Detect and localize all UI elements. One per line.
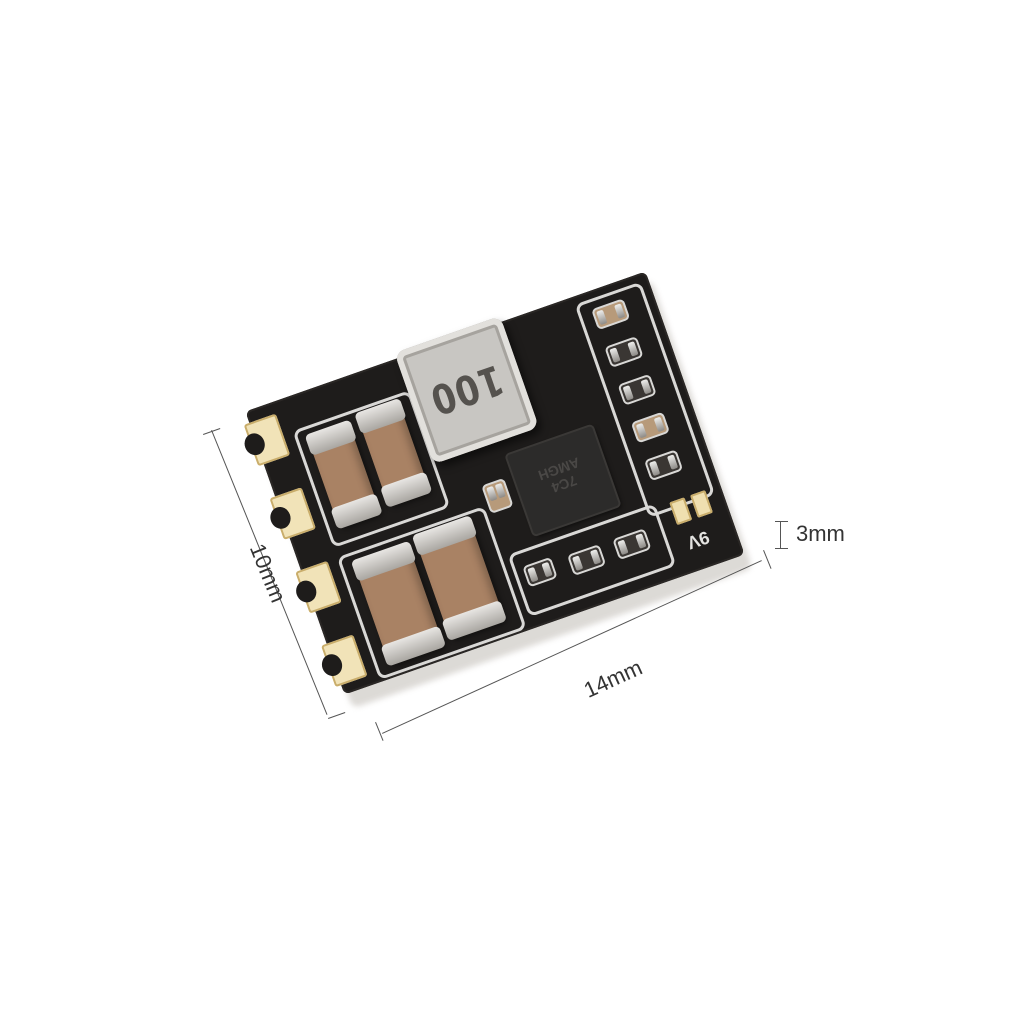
- dimension-tick-thickness-bottom: [775, 548, 788, 549]
- smd-capacitor-small-3: [483, 480, 512, 512]
- dimension-tick-height-bottom: [328, 712, 346, 719]
- dimension-label-width: 14mm: [580, 654, 646, 703]
- dimension-tick-width-right: [763, 550, 772, 569]
- dimension-label-thickness: 3mm: [796, 521, 845, 546]
- castellated-pad-1: [243, 413, 291, 467]
- castellated-pad-3: [295, 560, 342, 614]
- castellated-pad-2: [269, 487, 317, 540]
- dimension-label-height: 10mm: [244, 540, 291, 607]
- dimension-tick-thickness-top: [775, 521, 788, 522]
- regulator-ic: 7C4 AMGH: [506, 425, 620, 535]
- voltage-silkscreen-label: 9V: [684, 526, 712, 554]
- ic-marking: 7C4 AMGH: [536, 454, 582, 496]
- castellated-pad-4: [320, 634, 368, 688]
- inductor-marking: 100: [423, 354, 510, 425]
- dimension-line-thickness: [780, 521, 781, 548]
